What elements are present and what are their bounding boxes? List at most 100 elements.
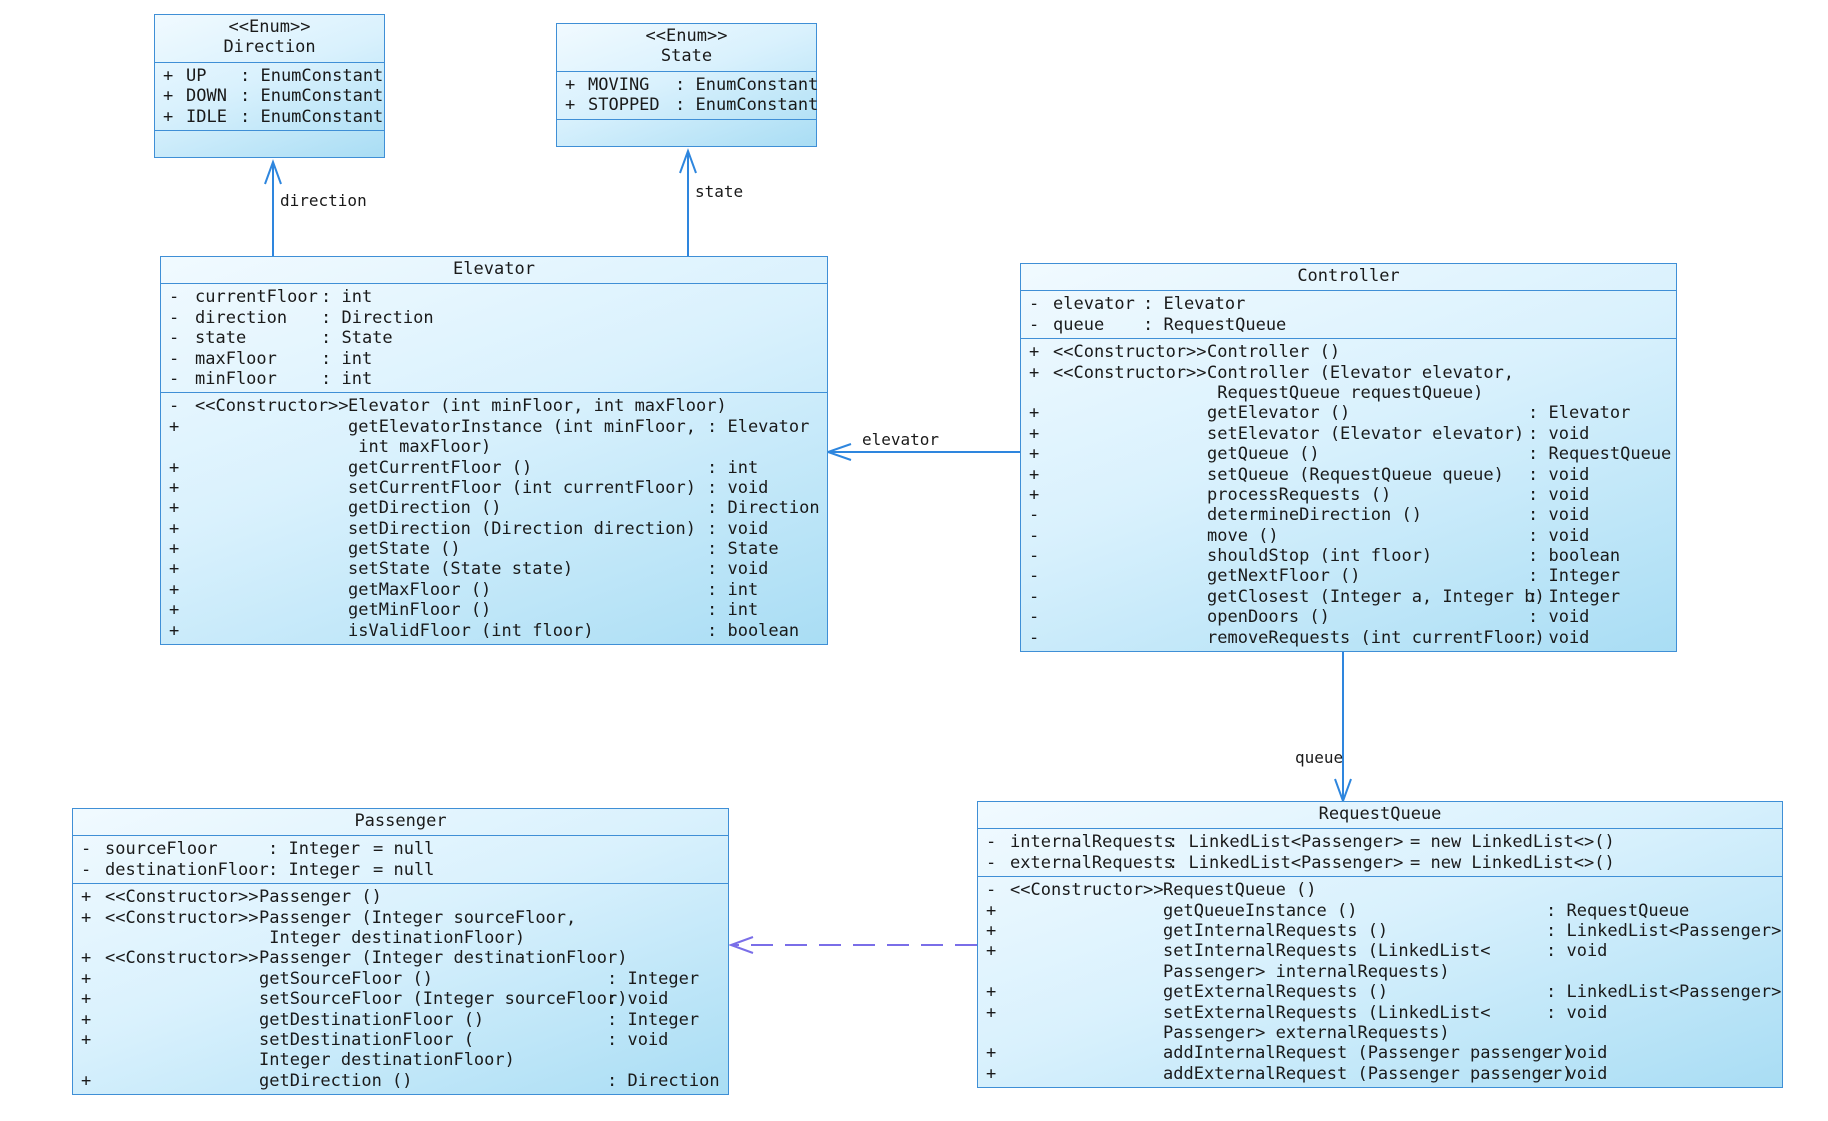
operation-signature: processRequests ()	[1207, 484, 1392, 505]
operation-signature: addInternalRequest (Passenger passenger)	[1163, 1043, 1573, 1064]
attribute-row: +UP: EnumConstant	[155, 66, 384, 86]
attributes-section: +MOVING: EnumConstant+STOPPED: EnumConst…	[557, 72, 819, 120]
operation-row: +setDestinationFloor (: void	[73, 1030, 728, 1050]
visibility-marker: +	[169, 539, 180, 560]
attribute-type: : EnumConstant	[240, 106, 384, 127]
operation-signature: Passenger (Integer destinationFloor)	[259, 948, 628, 969]
class-header: <<Enum>> Direction	[155, 15, 384, 63]
operation-return-type: : RequestQueue	[1528, 444, 1672, 465]
operation-return-type: : void	[707, 559, 769, 580]
visibility-marker: -	[169, 396, 180, 417]
operation-row: + addInternalRequest (Passenger passenger…	[978, 1043, 1782, 1063]
operation-row: -shouldStop (int floor): boolean	[1021, 546, 1676, 566]
operation-row: Passenger> internalRequests)	[978, 962, 1782, 982]
operations-section: +<<Constructor>>Controller ()+<<Construc…	[1021, 339, 1676, 651]
association-state-arrowhead	[679, 148, 697, 174]
visibility-marker: +	[169, 477, 180, 498]
operation-signature: getElevator ()	[1207, 403, 1351, 424]
attributes-section: +UP: EnumConstant + DOWN : EnumConstant+IDL…	[155, 63, 384, 131]
operation-row: int maxFloor)	[161, 437, 827, 457]
operation-signature: move ()	[1207, 525, 1279, 546]
operation-return-type: : void	[1528, 525, 1590, 546]
attribute-type: : EnumConstant	[675, 95, 819, 116]
class-passenger[interactable]: Passenger -sourceFloor: Integer= null-de…	[72, 808, 729, 1096]
visibility-marker: +	[1029, 423, 1040, 444]
attribute-name: DOWN	[186, 86, 227, 107]
operations-section	[557, 120, 816, 146]
stereotype-label: <<Enum>>	[645, 26, 728, 46]
operation-return-type: : void	[607, 1029, 669, 1050]
visibility-marker: +	[986, 1002, 997, 1023]
visibility-marker: -	[1029, 607, 1040, 628]
visibility-marker: -	[169, 307, 180, 328]
operation-signature: Integer destinationFloor)	[259, 927, 526, 948]
operation-return-type: : LinkedList<Passenger>	[1546, 982, 1782, 1003]
association-direction-arrowhead	[264, 159, 282, 185]
visibility-marker: +	[1029, 464, 1040, 485]
attribute-type: : RequestQueue	[1143, 314, 1287, 335]
attribute-row: +MOVING: EnumConstant	[557, 75, 818, 95]
class-elevator[interactable]: Elevator -currentFloor: int-direction: D…	[160, 256, 828, 646]
attribute-name: state	[195, 328, 247, 349]
attribute-name: elevator	[1053, 294, 1135, 315]
attributes-section: -elevator : Elevator-queue: RequestQueue	[1021, 291, 1676, 340]
attribute-name: sourceFloor	[105, 839, 218, 860]
visibility-marker: -	[986, 832, 997, 853]
class-requestqueue[interactable]: RequestQueue -internalRequests: LinkedLi…	[977, 801, 1783, 1089]
operation-signature: Passenger ()	[259, 887, 382, 908]
operation-return-type: : void	[1528, 627, 1590, 648]
operation-signature: getDirection ()	[259, 1070, 413, 1091]
attribute-row: -queue: RequestQueue	[1021, 315, 1676, 335]
visibility-marker: +	[1029, 362, 1040, 383]
attribute-initial-value: = new LinkedList<>()	[1410, 852, 1615, 873]
class-direction[interactable]: <<Enum>> Direction +UP: EnumConstant + DOW…	[154, 14, 385, 158]
operation-return-type: : Integer	[1528, 566, 1621, 587]
operation-row: +getCurrentFloor (): int	[161, 458, 827, 478]
operation-row: -move (): void	[1021, 526, 1676, 546]
class-controller[interactable]: Controller -elevator: Elevator-queue: Re…	[1020, 263, 1677, 653]
class-state[interactable]: <<Enum>> State +MOVING: EnumConstant+STO…	[556, 23, 819, 147]
operation-row: -getNextFloor (): Integer	[1021, 566, 1676, 586]
operation-signature: getState ()	[348, 539, 461, 560]
operation-row: +addExternalRequest (Passenger passenger…	[978, 1064, 1782, 1084]
operation-signature: setSourceFloor (Integer sourceFloor)	[259, 989, 628, 1010]
operation-row: RequestQueue requestQueue)	[1021, 383, 1676, 403]
operation-stereotype: <<Constructor>>	[105, 948, 259, 969]
operation-signature: getMaxFloor ()	[348, 579, 492, 600]
visibility-marker: -	[1029, 294, 1040, 315]
attribute-type: : Integer	[268, 859, 361, 880]
visibility-marker: +	[986, 1043, 997, 1064]
operation-signature: Controller (Elevator elevator,	[1207, 362, 1515, 383]
operation-row: +processRequests (): void	[1021, 485, 1676, 505]
attributes-section: -currentFloor: int-direction: Direction-…	[161, 284, 827, 394]
operation-return-type: : void	[1546, 1063, 1608, 1084]
visibility-marker: +	[81, 887, 92, 908]
operation-return-type: : void	[707, 518, 769, 539]
operation-return-type: : int	[707, 457, 759, 478]
operation-row: + <<Constructor>>Passenger (Integer desti…	[73, 948, 728, 968]
class-header: Elevator	[161, 257, 827, 285]
attribute-row: -sourceFloor: Integer= null	[73, 839, 728, 859]
operation-signature: Elevator (int minFloor, int maxFloor)	[348, 396, 727, 417]
visibility-marker: +	[81, 948, 92, 969]
operation-signature: openDoors ()	[1207, 607, 1330, 628]
visibility-marker: -	[986, 852, 997, 873]
operation-row: +getInternalRequests (): LinkedList<Pass…	[978, 921, 1782, 941]
operation-return-type: : Integer	[1528, 586, 1621, 607]
attribute-row: -externalRequests: LinkedList<Passenger>…	[978, 853, 1782, 873]
operation-return-type: : Direction	[607, 1070, 720, 1091]
visibility-marker: -	[1029, 546, 1040, 567]
attribute-name: internalRequests	[1010, 832, 1174, 853]
connector-label-queue: queue	[1295, 748, 1344, 767]
visibility-marker: +	[163, 106, 174, 127]
attribute-type: : Elevator	[1143, 294, 1246, 315]
operation-signature: getSourceFloor ()	[259, 968, 433, 989]
operation-signature: RequestQueue ()	[1163, 880, 1317, 901]
attribute-row: +IDLE: EnumConstant	[155, 107, 384, 127]
class-name: Elevator	[453, 259, 535, 279]
operation-row: +setState (State state): void	[161, 559, 827, 579]
visibility-marker: -	[1029, 627, 1040, 648]
attribute-initial-value: = new LinkedList<>()	[1410, 832, 1615, 853]
operation-row: Passenger> externalRequests)	[978, 1023, 1782, 1043]
